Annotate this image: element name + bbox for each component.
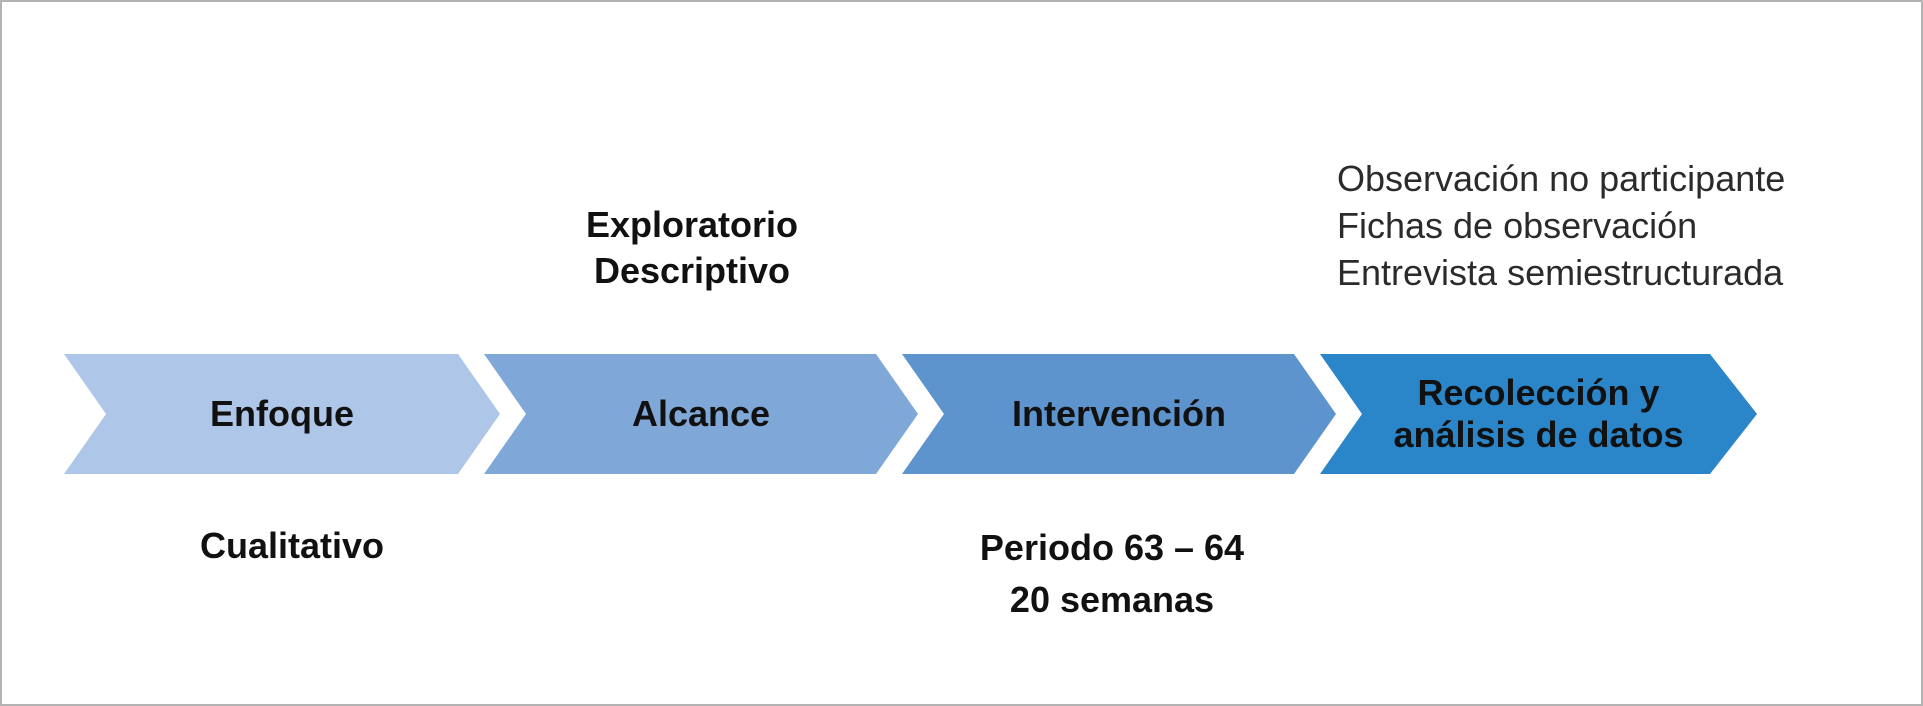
stage2-label-alcance: Alcance [631, 393, 771, 434]
stage2-chevron-shape [484, 354, 918, 474]
stage1-chevron-shape [64, 354, 500, 474]
stage1-label-enfoque: Enfoque [210, 393, 354, 434]
annotation-entrevista-semiestructurada: Entrevista semiestructurada [1337, 252, 1784, 293]
stage4-label-line1: Recolección y [1417, 372, 1660, 413]
annotation-above-recoleccion: Observación no participante Fichas de ob… [1337, 155, 1897, 296]
annotation-exploratorio: Exploratorio [585, 204, 799, 245]
annotation-periodo: Periodo 63 – 64 [979, 527, 1245, 568]
annotation-below-intervencion: Periodo 63 – 64 20 semanas [862, 522, 1362, 626]
stage3-label-intervencion: Intervención [1011, 393, 1227, 434]
annotation-above-alcance: Exploratorio Descriptivo [442, 202, 942, 294]
annotation-fichas-de-observacion: Fichas de observación [1337, 205, 1698, 246]
annotation-semanas: 20 semanas [1009, 579, 1215, 620]
stage4-label-recoleccion: Recolección y análisis de datos [1320, 354, 1757, 474]
annotation-descriptivo: Descriptivo [593, 250, 791, 291]
annotation-cualitativo: Cualitativo [199, 525, 385, 566]
stage3-chevron-shape [902, 354, 1336, 474]
stage4-label-line2: análisis de datos [1393, 414, 1684, 455]
stage4-chevron-shape [1320, 354, 1757, 474]
annotation-observacion-no-participante: Observación no participante [1337, 158, 1786, 199]
